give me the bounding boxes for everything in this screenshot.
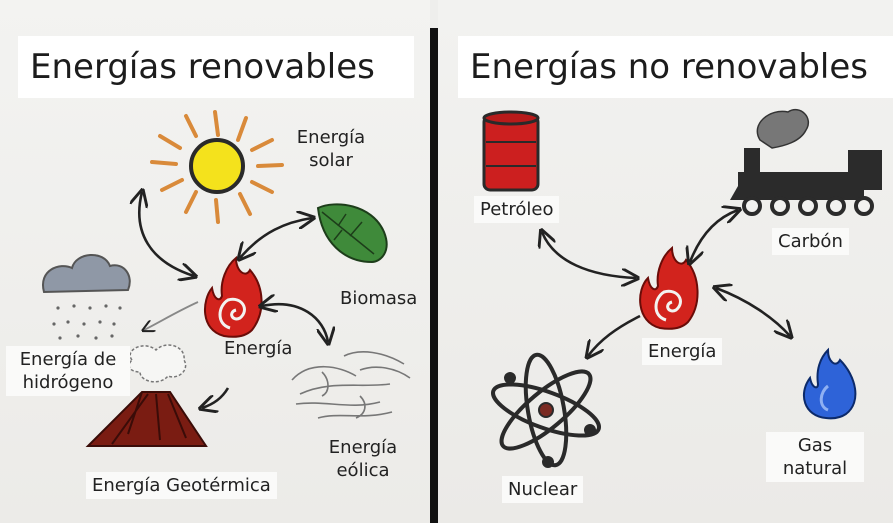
non-renewables-title: Energías no renovables [458, 36, 893, 98]
cloud-icon [41, 254, 131, 340]
volcano-icon [85, 344, 208, 447]
atom-icon [491, 352, 601, 468]
right-arrows [542, 210, 790, 356]
right-center-energia-label: Energía [642, 338, 723, 365]
train-icon [730, 109, 882, 216]
gas-flame-icon [802, 347, 857, 420]
label-gas-natural: Gas natural [766, 432, 864, 482]
leaf-icon [316, 203, 388, 264]
left-arrows [139, 192, 328, 408]
left-center-energia-label: Energía [224, 338, 293, 359]
left-energy-flame-icon [203, 255, 263, 338]
sun-icon [150, 110, 284, 224]
label-energia-eolica: Energía eólica [328, 437, 398, 481]
label-biomasa: Biomasa [340, 288, 418, 309]
label-energia-geotermica: Energía Geotérmica [86, 472, 277, 499]
renewables-title: Energías renovables [18, 36, 414, 98]
panel-divider [430, 28, 438, 523]
label-carbon: Carbón [772, 228, 849, 255]
label-petroleo: Petróleo [474, 196, 560, 223]
right-energy-flame-icon [639, 245, 699, 330]
label-energia-hidrogeno: Energía de hidrógeno [6, 346, 130, 396]
label-nuclear: Nuclear [502, 476, 584, 503]
oil-barrel-icon [482, 110, 540, 192]
wind-icon [291, 351, 411, 419]
label-energia-solar: Energía solar [296, 127, 366, 171]
